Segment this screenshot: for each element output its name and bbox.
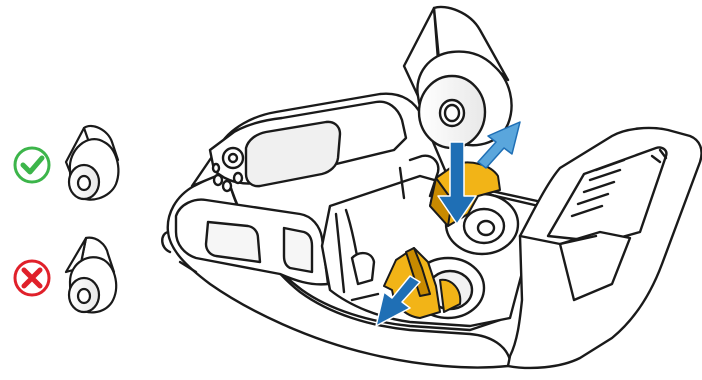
cross-icon [15, 261, 49, 295]
grip-window-left [206, 222, 260, 262]
roll-correct-icon [66, 126, 118, 200]
incorrect-orientation [15, 238, 116, 313]
orientation-guide [15, 126, 118, 312]
roll-incorrect-icon [66, 238, 116, 313]
grip-window-right [284, 228, 312, 272]
check-icon [15, 148, 49, 182]
correct-orientation [15, 126, 118, 200]
